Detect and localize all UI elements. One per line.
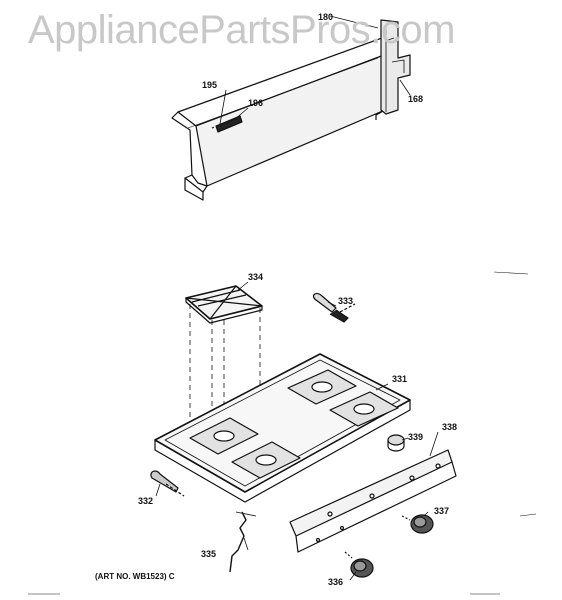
site-watermark: AppliancePartsPros.com <box>28 8 455 52</box>
scan-marks <box>28 271 537 595</box>
callout-196: 196 <box>248 98 264 108</box>
knob-part-337 <box>401 514 434 534</box>
callout-336: 336 <box>328 577 344 587</box>
burner-grate-part <box>185 285 263 470</box>
callout-339: 339 <box>408 432 424 442</box>
callout-168: 168 <box>408 94 424 104</box>
callout-180: 180 <box>318 12 334 22</box>
leader-lines <box>155 15 439 581</box>
igniter-part <box>312 292 356 323</box>
back-panel-part <box>171 37 386 201</box>
knob-part-336 <box>344 551 374 578</box>
callout-335: 335 <box>201 549 217 559</box>
mounting-bracket-part <box>380 19 411 115</box>
spark-button-part <box>387 434 405 452</box>
callout-332: 332 <box>138 496 154 506</box>
control-panel-part <box>289 449 457 553</box>
callout-333: 333 <box>338 296 354 306</box>
art-number-label: (ART NO. WB1523) C <box>95 572 175 581</box>
callout-334: 334 <box>248 272 264 282</box>
callout-195: 195 <box>202 80 218 90</box>
callout-337: 337 <box>434 506 450 516</box>
clip-part-196 <box>211 115 243 133</box>
hinge-clip-part <box>150 470 185 497</box>
rod-part <box>229 511 257 573</box>
callout-331: 331 <box>392 374 408 384</box>
cooktop-part <box>154 353 411 503</box>
callout-338: 338 <box>442 422 458 432</box>
